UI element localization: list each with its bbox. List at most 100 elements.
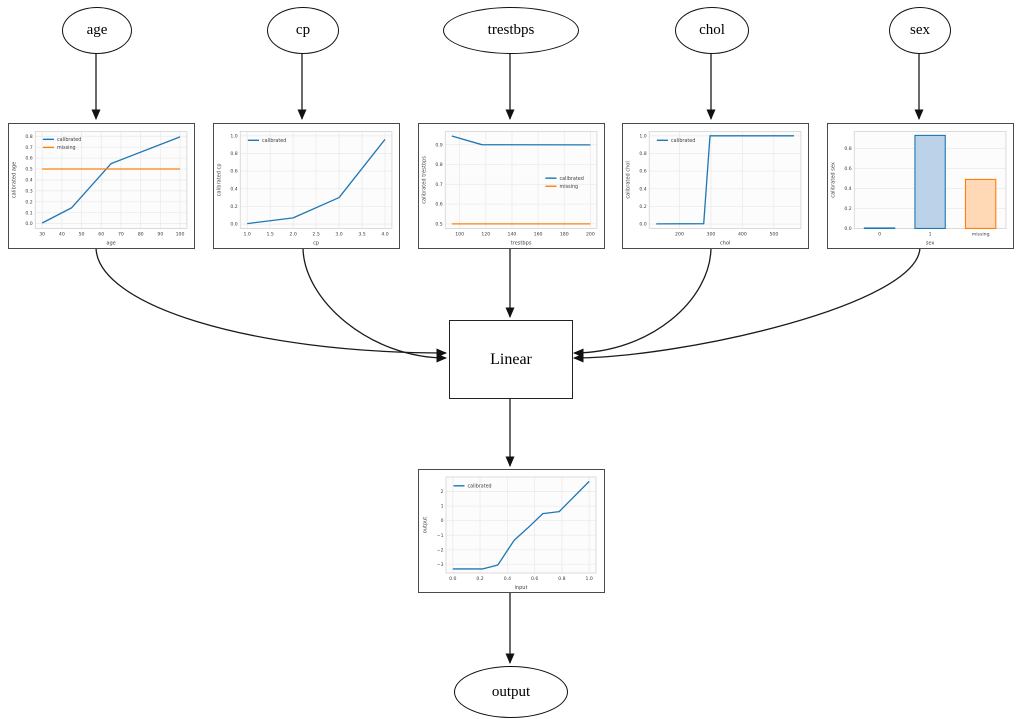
svg-text:0.5: 0.5 [435, 222, 442, 228]
svg-text:chol: chol [720, 241, 730, 247]
svg-text:missing: missing [57, 145, 76, 151]
svg-text:90: 90 [157, 232, 163, 238]
output-node-label: output [491, 683, 531, 700]
svg-text:cp: cp [313, 241, 319, 247]
input-node-chol: chol [675, 7, 749, 54]
svg-text:1.0: 1.0 [243, 232, 250, 238]
svg-text:−3: −3 [437, 562, 444, 568]
svg-text:0.8: 0.8 [844, 146, 851, 152]
svg-text:0: 0 [441, 518, 444, 524]
svg-text:0.4: 0.4 [504, 576, 511, 582]
svg-text:0.2: 0.2 [230, 204, 237, 210]
svg-text:0.8: 0.8 [25, 134, 32, 140]
edge-cp-to-linear [302, 246, 447, 363]
svg-text:age: age [106, 241, 115, 247]
input-node-trestbps-label: trestbps [487, 22, 535, 38]
svg-text:2: 2 [441, 489, 444, 495]
svg-text:missing: missing [560, 184, 579, 190]
input-node-chol-label: chol [699, 22, 725, 38]
edge-sex-to-linear [573, 246, 921, 363]
svg-text:60: 60 [98, 232, 104, 238]
svg-text:0.3: 0.3 [25, 188, 32, 194]
svg-text:input: input [515, 585, 528, 591]
svg-text:400: 400 [738, 232, 747, 238]
linear-node: Linear [449, 320, 573, 399]
svg-text:−2: −2 [437, 547, 444, 553]
svg-text:1.0: 1.0 [230, 133, 237, 139]
svg-text:calibrated trestbps: calibrated trestbps [422, 156, 428, 204]
svg-text:0.1: 0.1 [25, 210, 32, 216]
svg-text:calibrated cp: calibrated cp [217, 163, 223, 196]
svg-text:100: 100 [455, 232, 464, 238]
svg-text:3.0: 3.0 [335, 232, 342, 238]
svg-text:0.2: 0.2 [476, 576, 483, 582]
input-node-cp-label: cp [295, 22, 311, 38]
edge-chol-to-linear [573, 246, 712, 358]
svg-text:sex: sex [926, 241, 935, 247]
svg-text:30: 30 [39, 232, 45, 238]
svg-text:0.5: 0.5 [25, 167, 32, 173]
svg-text:0.0: 0.0 [449, 576, 456, 582]
svg-text:0.0: 0.0 [230, 222, 237, 228]
svg-text:0.6: 0.6 [844, 166, 851, 172]
svg-text:0.6: 0.6 [25, 156, 32, 162]
svg-text:calibrated chol: calibrated chol [626, 161, 632, 198]
svg-text:1.0: 1.0 [639, 133, 646, 139]
svg-text:0.6: 0.6 [531, 576, 538, 582]
svg-text:output: output [423, 517, 429, 534]
svg-text:−1: −1 [437, 533, 444, 539]
svg-text:0.4: 0.4 [25, 178, 32, 184]
svg-text:calibrated: calibrated [560, 176, 584, 182]
svg-text:40: 40 [59, 232, 65, 238]
linear-node-label: Linear [490, 350, 532, 368]
svg-text:missing: missing [972, 232, 990, 238]
svg-text:0.7: 0.7 [25, 145, 32, 151]
svg-text:calibrated: calibrated [671, 138, 695, 144]
svg-text:100: 100 [176, 232, 185, 238]
svg-text:0.0: 0.0 [25, 221, 32, 227]
svg-text:1: 1 [929, 232, 932, 238]
svg-text:200: 200 [586, 232, 595, 238]
svg-text:180: 180 [560, 232, 569, 238]
svg-text:0.6: 0.6 [435, 202, 442, 208]
svg-text:0.4: 0.4 [639, 186, 646, 192]
svg-text:0: 0 [878, 232, 881, 238]
svg-text:1.5: 1.5 [266, 232, 273, 238]
svg-text:0.9: 0.9 [435, 142, 442, 148]
output-node: output [454, 666, 568, 718]
input-node-trestbps: trestbps [443, 7, 579, 54]
svg-text:0.6: 0.6 [230, 169, 237, 175]
svg-text:0.8: 0.8 [230, 151, 237, 157]
svg-text:0.6: 0.6 [639, 169, 646, 175]
svg-text:calibrated age: calibrated age [12, 162, 18, 198]
svg-text:0.8: 0.8 [435, 162, 442, 168]
svg-text:trestbps: trestbps [511, 241, 532, 247]
svg-text:0.4: 0.4 [844, 186, 851, 192]
svg-text:0.2: 0.2 [25, 199, 32, 205]
edge-age-to-linear [95, 246, 447, 358]
svg-text:0.8: 0.8 [639, 151, 646, 157]
svg-text:70: 70 [118, 232, 124, 238]
input-node-cp: cp [267, 7, 339, 54]
svg-text:4.0: 4.0 [381, 232, 388, 238]
svg-text:0.0: 0.0 [844, 226, 851, 232]
svg-text:1: 1 [441, 504, 444, 510]
svg-text:calibrated sex: calibrated sex [831, 162, 837, 198]
input-node-age: age [62, 7, 132, 54]
input-node-sex: sex [889, 7, 951, 54]
svg-text:0.0: 0.0 [639, 222, 646, 228]
input-node-sex-label: sex [910, 22, 930, 38]
svg-text:140: 140 [508, 232, 517, 238]
svg-text:3.5: 3.5 [358, 232, 365, 238]
